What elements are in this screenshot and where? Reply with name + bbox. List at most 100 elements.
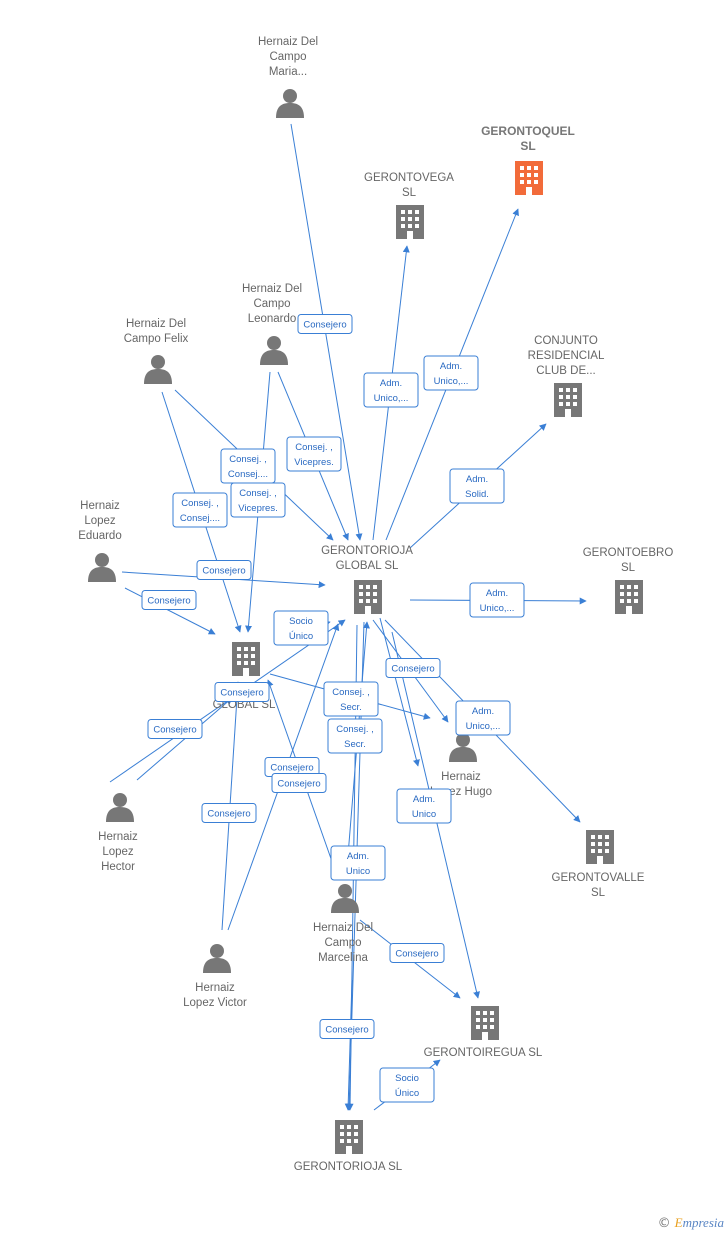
badge-text: Consejero: [147, 596, 190, 607]
badge-box: [141, 590, 197, 610]
badge-box: [172, 492, 228, 528]
node-label: Lopez Victor: [183, 997, 247, 1009]
badge-text: Consejero: [303, 320, 346, 331]
node-label: CLUB DE...: [536, 365, 595, 377]
badge-box: [201, 803, 257, 823]
relationship-edge: [379, 617, 420, 767]
role-badge[interactable]: Consejero: [196, 560, 252, 580]
badge-box: [469, 582, 525, 618]
building-icon: [335, 1120, 363, 1154]
company-node-rioja[interactable]: GERONTORIOJA SL: [294, 1120, 403, 1173]
node-label: Lopez: [84, 515, 116, 527]
badge-box: [214, 682, 270, 702]
building-icon: [232, 642, 260, 676]
badge-box: [455, 700, 511, 736]
node-label: GERONTOQUEL: [481, 124, 575, 138]
badge-text: Consejero: [391, 664, 434, 675]
person-icon: [331, 884, 359, 913]
role-badge[interactable]: Adm. Unico: [330, 845, 386, 881]
node-label: Hernaiz: [195, 982, 235, 994]
badge-text: Consejero: [153, 725, 196, 736]
node-label: Hernaiz Del: [242, 283, 302, 295]
badge-text: Socio: [289, 616, 313, 627]
building-icon: [396, 205, 424, 239]
role-badge[interactable]: Adm.Unico,...: [423, 355, 479, 391]
role-badge[interactable]: Consej. ,Vicepres.: [286, 436, 342, 472]
badge-box: [230, 482, 286, 518]
badge-text: Consej....: [180, 513, 220, 524]
node-label: SL: [621, 562, 636, 574]
copyright-icon: ©: [657, 1216, 671, 1231]
node-label: GERONTORIOJA SL: [294, 1161, 403, 1173]
company-node-iregua[interactable]: GERONTOIREGUA SL: [424, 1006, 543, 1059]
badge-text: Unico: [346, 866, 370, 877]
role-badge[interactable]: Consejero: [214, 682, 270, 702]
badge-text: Único: [289, 631, 313, 642]
role-badge[interactable]: Consej. ,Vicepres.: [230, 482, 286, 518]
node-label: GLOBAL SL: [336, 560, 399, 572]
role-badge[interactable]: Consej. ,Secr.: [327, 718, 383, 754]
role-badge[interactable]: Consej. , Consej....: [172, 492, 228, 528]
role-badge[interactable]: Consejero: [271, 773, 327, 793]
building-icon: [554, 383, 582, 417]
relationship-edge: [124, 587, 216, 635]
role-badge[interactable]: Consejero: [141, 590, 197, 610]
node-label: Lopez: [102, 846, 134, 858]
node-label: CONJUNTO: [534, 335, 598, 347]
role-badge[interactable]: Consejero: [147, 719, 203, 739]
node-label: Hernaiz: [98, 831, 138, 843]
role-badge[interactable]: Adm.Solid.: [449, 468, 505, 504]
node-label: Campo: [324, 937, 361, 949]
badge-box: [423, 355, 479, 391]
role-badge[interactable]: Consejero: [201, 803, 257, 823]
badge-text: Unico,...: [434, 376, 469, 387]
node-label: Campo Felix: [124, 333, 189, 345]
badge-text: Consejero: [395, 949, 438, 960]
badge-text: Único: [395, 1088, 419, 1099]
footer-brand: ©Empresia: [658, 1215, 724, 1231]
node-label: Hector: [101, 861, 135, 873]
badge-text: Adm.: [486, 588, 508, 599]
role-badge[interactable]: Adm.Unico: [396, 788, 452, 824]
badge-box: [147, 719, 203, 739]
role-badge[interactable]: Consejero: [297, 314, 353, 334]
badge-text: Consejero: [325, 1025, 368, 1036]
badge-box: [330, 845, 386, 881]
badge-text: Vicepres.: [294, 457, 333, 468]
person-node-maria[interactable]: Hernaiz DelCampoMaria...: [258, 36, 318, 118]
role-badge[interactable]: Consejero: [385, 658, 441, 678]
role-badge[interactable]: Consej. ,Secr.: [323, 681, 379, 717]
badge-text: Consej. ,: [239, 488, 277, 499]
badge-text: Adm.: [413, 794, 435, 805]
badge-text: Adm.: [380, 378, 402, 389]
badge-layer: ConsejeroAdm.Unico,...Adm.Unico,...Conse…: [141, 314, 525, 1103]
badge-box: [389, 943, 445, 963]
badge-text: Consej. ,: [181, 498, 219, 509]
role-badge[interactable]: Adm.Unico,...: [469, 582, 525, 618]
badge-text: Unico,...: [374, 393, 409, 404]
badge-text: Adm.: [347, 851, 369, 862]
role-badge[interactable]: Consej. ,Consej....: [220, 448, 276, 484]
badge-text: Consejero: [270, 763, 313, 774]
badge-box: [449, 468, 505, 504]
node-label: SL: [520, 139, 535, 153]
role-badge[interactable]: Consejero: [389, 943, 445, 963]
role-badge[interactable]: Consejero: [319, 1019, 375, 1039]
role-badge[interactable]: Adm.Unico,...: [455, 700, 511, 736]
role-badge[interactable]: Adm. Unico,...: [363, 372, 419, 408]
